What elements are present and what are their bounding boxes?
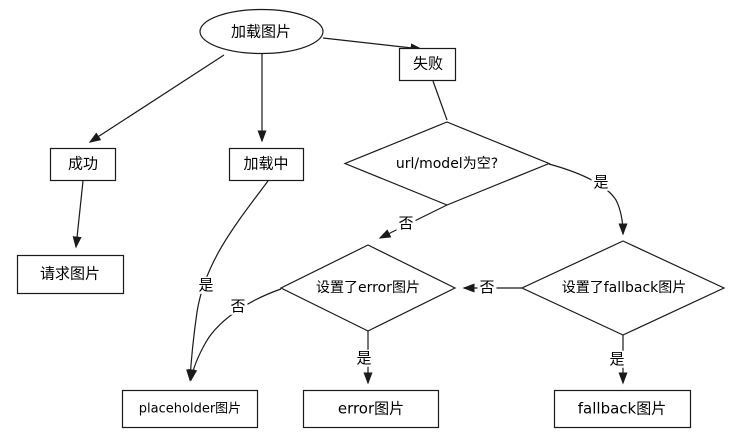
node-shape-fallback-image — [553, 389, 692, 429]
node-shape-placeholder-image — [121, 389, 259, 429]
node-shape-error-image — [302, 389, 440, 429]
edge-start-to-fail — [322, 37, 423, 53]
edge-url-empty-to-error-set — [378, 204, 448, 239]
node-shape-fail — [398, 47, 457, 82]
node-shape-error-set — [279, 244, 457, 332]
edge-url-empty-to-fallback-set — [548, 163, 628, 236]
node-shape-request-image — [16, 254, 125, 295]
node-shape-success — [49, 147, 117, 182]
node-shape-start — [199, 8, 324, 55]
edge-loading-to-placeholder — [186, 180, 269, 382]
node-shape-loading — [228, 147, 305, 182]
node-shape-fallback-set — [520, 240, 726, 336]
edge-start-to-success — [88, 54, 225, 143]
edge-error-set-to-placeholder — [188, 288, 282, 382]
edge-success-to-request-image — [72, 180, 84, 249]
edge-fail-to-url-empty — [432, 80, 448, 121]
node-shape-url-empty — [343, 121, 551, 206]
